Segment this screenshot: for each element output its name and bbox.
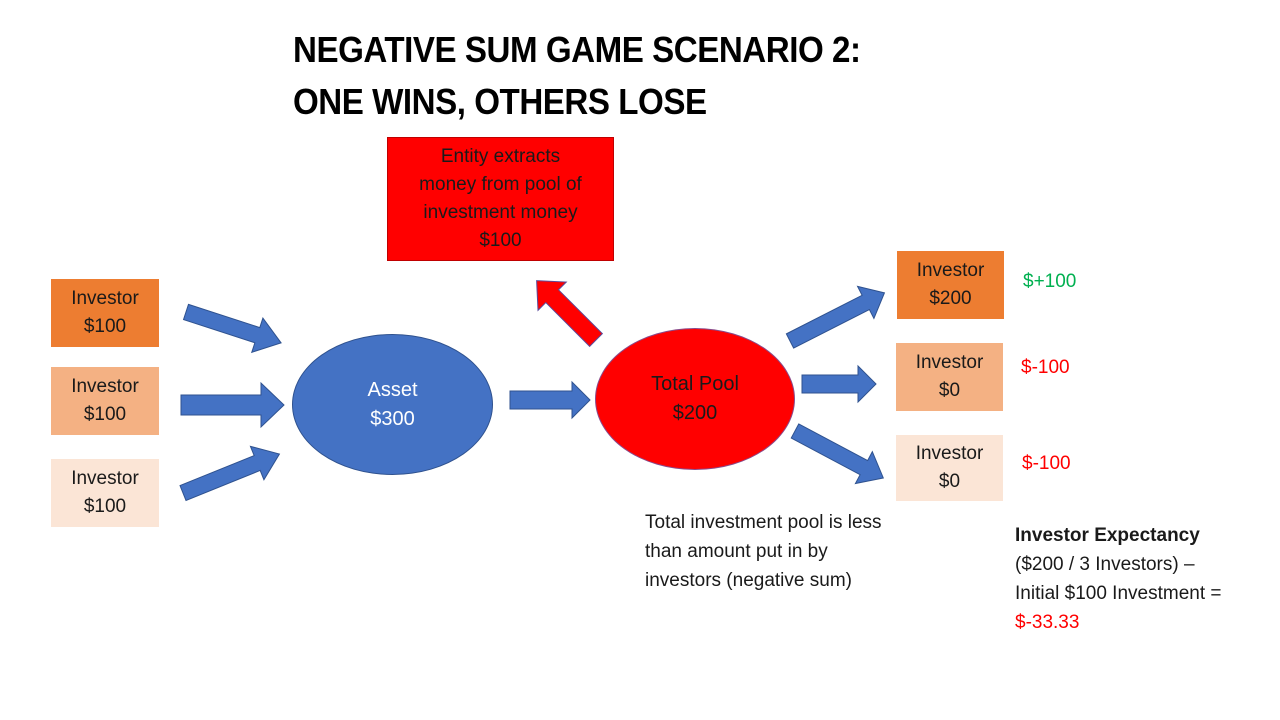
arrow-asset-to-pool-icon (509, 380, 591, 420)
pool-note-line-3: investors (negative sum) (645, 570, 852, 591)
entity-amount: $100 (479, 230, 522, 251)
input-investor-3: Investor $100 (51, 459, 159, 527)
investor-expectancy: Investor Expectancy ($200 / 3 Investors)… (1015, 521, 1222, 637)
pool-note-line-2: than amount put in by (645, 541, 828, 562)
pool-note: Total investment pool is less than amoun… (645, 508, 882, 595)
pool-amount: $200 (672, 402, 718, 424)
investor-amount: $200 (929, 288, 972, 309)
investor-amount: $100 (83, 496, 127, 517)
expectancy-line-1: ($200 / 3 Investors) – (1015, 554, 1195, 575)
investor-amount: $0 (938, 471, 961, 492)
arrow-input-1-icon (182, 303, 282, 354)
investor-amount: $100 (83, 316, 127, 337)
investor-label: Investor (915, 443, 984, 464)
output-3-delta: $-100 (1022, 453, 1071, 474)
title-line-2: ONE WINS, OTHERS LOSE (293, 81, 707, 122)
entity-text-line-3: investment money (423, 202, 578, 223)
asset-node: Asset $300 (292, 334, 493, 475)
investor-label: Investor (71, 468, 139, 489)
total-pool-node: Total Pool $200 (595, 328, 795, 470)
arrow-output-2-icon (801, 364, 877, 404)
arrow-input-3-icon (179, 445, 281, 502)
investor-amount: $0 (938, 380, 961, 401)
entity-text-line-1: Entity extracts (440, 146, 561, 167)
pool-label: Total Pool (651, 373, 739, 395)
arrow-output-3-icon (790, 423, 884, 485)
expectancy-heading: Investor Expectancy (1015, 525, 1200, 546)
expectancy-line-2: Initial $100 Investment = (1015, 583, 1222, 604)
input-investor-2: Investor $100 (51, 367, 159, 435)
investor-label: Investor (71, 376, 139, 397)
asset-amount: $300 (370, 407, 415, 430)
pool-note-line-1: Total investment pool is less (645, 512, 882, 533)
output-1-delta: $+100 (1023, 271, 1077, 292)
expectancy-result: $-33.33 (1015, 612, 1080, 633)
entity-text-line-2: money from pool of (419, 174, 582, 195)
output-investor-2: Investor $0 (896, 343, 1003, 411)
investor-label: Investor (71, 288, 139, 309)
output-investor-1: Investor $200 (897, 251, 1004, 319)
slide-title: NEGATIVE SUM GAME SCENARIO 2: ONE WINS, … (293, 24, 861, 128)
investor-label: Investor (915, 352, 984, 373)
investor-amount: $100 (83, 404, 127, 425)
entity-extraction-box: Entity extracts money from pool of inves… (387, 137, 614, 261)
investor-label: Investor (916, 260, 985, 281)
arrow-extraction-icon (536, 280, 604, 348)
output-investor-3: Investor $0 (896, 435, 1003, 501)
output-2-delta: $-100 (1021, 357, 1070, 378)
title-line-1: NEGATIVE SUM GAME SCENARIO 2: (293, 29, 861, 70)
input-investor-1: Investor $100 (51, 279, 159, 347)
asset-label: Asset (367, 378, 418, 401)
arrow-input-2-icon (180, 381, 285, 429)
arrow-output-1-icon (785, 285, 886, 349)
